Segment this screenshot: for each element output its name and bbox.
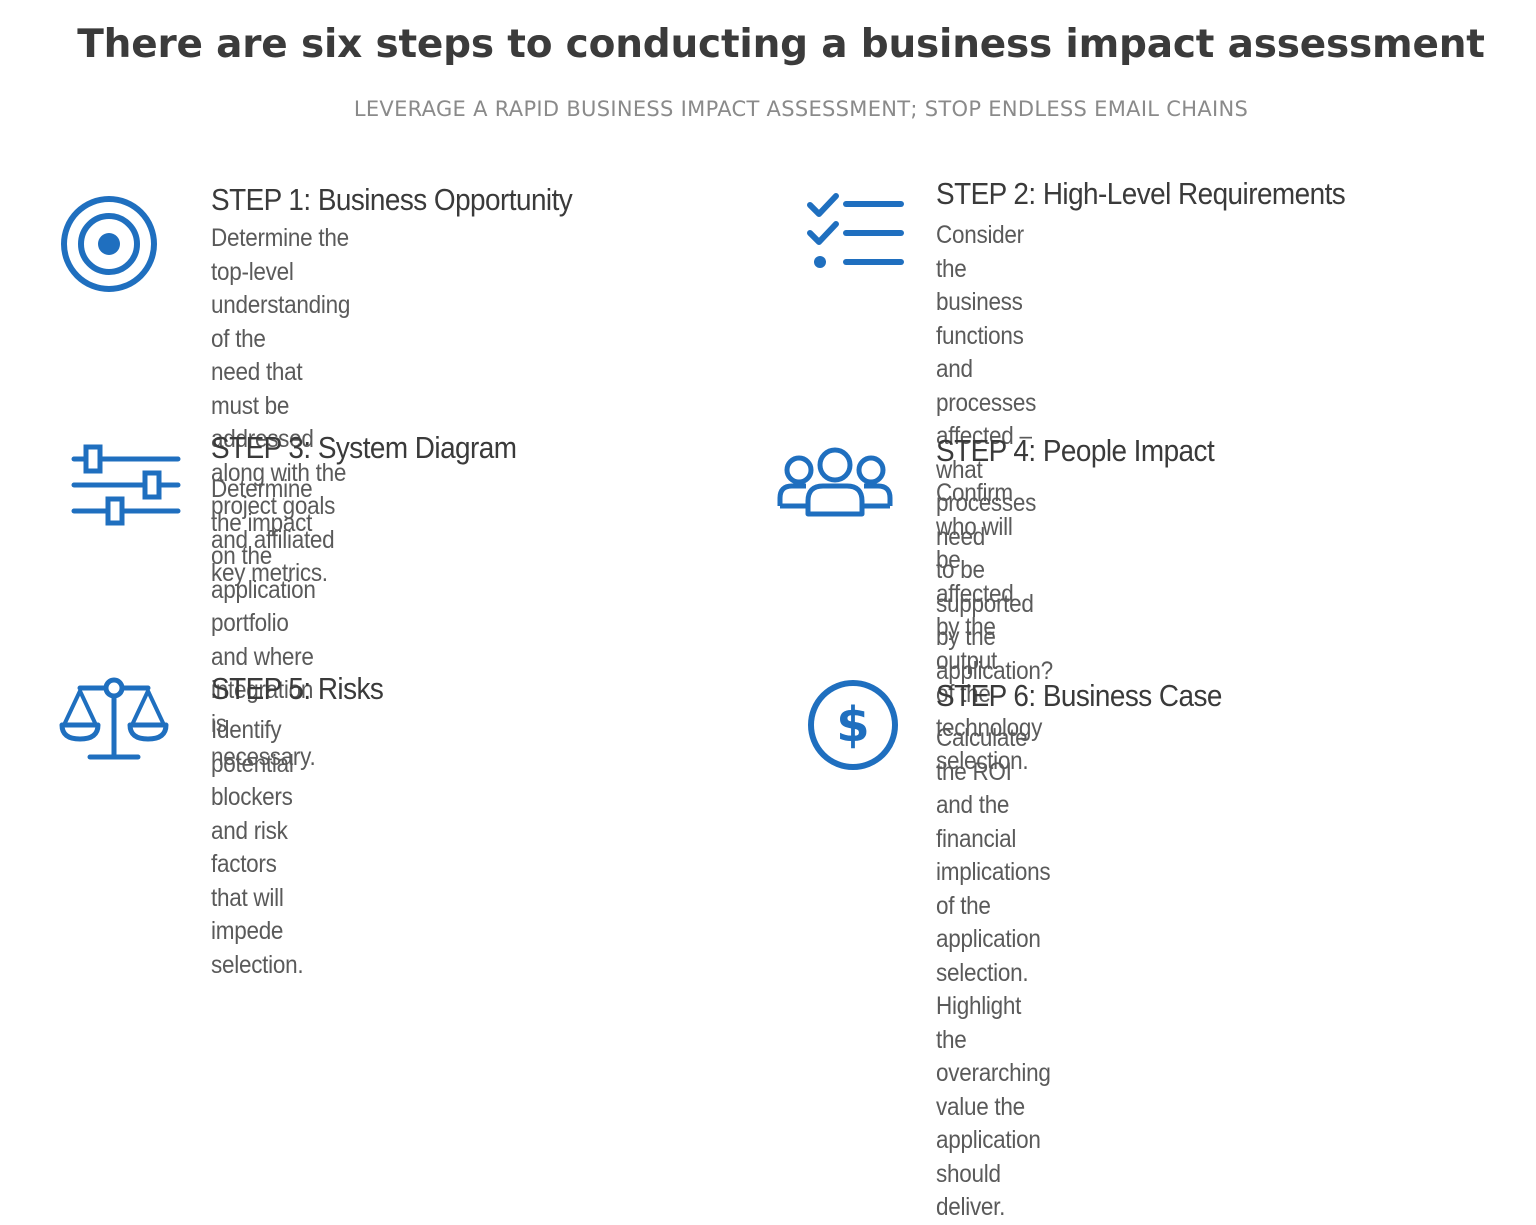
- step-1-description: Determine the top-level understanding of…: [211, 224, 351, 587]
- step-1-heading: STEP 1: Business Opportunity: [211, 182, 573, 217]
- checklist-icon: [806, 190, 906, 274]
- page-title: There are six steps to conducting a busi…: [77, 22, 1485, 67]
- step-5-heading: STEP 5: Risks: [211, 671, 384, 706]
- step-6-description: Calculate the ROI and the financial impl…: [936, 724, 1051, 1221]
- step-4-heading: STEP 4: People Impact: [936, 433, 1215, 468]
- step-4-description: Confirm who will be affected by the outp…: [936, 479, 1043, 775]
- svg-text:$: $: [836, 697, 869, 753]
- dollar-icon: $: [805, 677, 901, 773]
- step-6-heading: STEP 6: Business Case: [936, 678, 1222, 713]
- step-3-description: Determine the impact on the application …: [211, 475, 316, 771]
- sliders-icon: [70, 442, 182, 528]
- step-2-heading: STEP 2: High-Level Requirements: [936, 176, 1346, 211]
- people-icon: [776, 446, 894, 520]
- step-3-heading: STEP 3: System Diagram: [211, 430, 517, 465]
- scale-icon: [58, 677, 170, 763]
- step-2-description: Consider the business functions and proc…: [936, 221, 1053, 685]
- target-icon: [58, 193, 160, 295]
- step-5-description: Identify potential blockers and risk fac…: [211, 716, 304, 979]
- page-subtitle: LEVERAGE A RAPID BUSINESS IMPACT ASSESSM…: [353, 97, 1249, 121]
